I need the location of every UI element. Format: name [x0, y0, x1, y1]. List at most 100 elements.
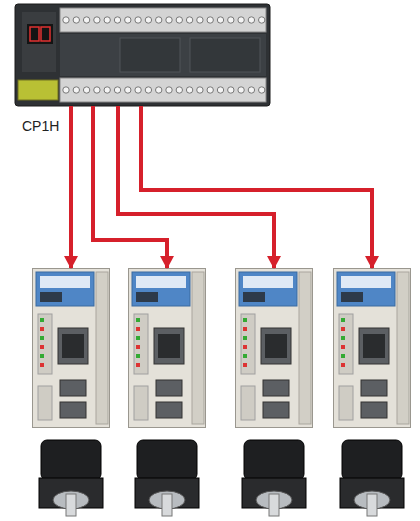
terminal-strip — [60, 78, 266, 102]
signal-arrow — [141, 106, 372, 268]
drive-led — [341, 318, 345, 322]
drive-led — [136, 354, 140, 358]
terminal-screw — [176, 17, 182, 23]
drive-connector — [361, 380, 387, 396]
drive-led — [40, 327, 44, 331]
drive-display — [40, 292, 62, 302]
drive-led — [243, 327, 247, 331]
servo-motor — [340, 440, 404, 516]
drive-top-panel — [239, 272, 297, 306]
drive-led — [243, 336, 247, 340]
drive-led — [40, 345, 44, 349]
servo-drive — [32, 268, 110, 428]
terminal-screw — [156, 17, 162, 23]
drive-connector — [263, 402, 289, 418]
signal-arrow — [118, 106, 274, 268]
drive-connector-socket — [62, 334, 84, 358]
drive-led — [341, 345, 345, 349]
terminal-screw — [145, 87, 151, 93]
drive-top-panel — [36, 272, 94, 306]
drive-body — [129, 269, 206, 428]
terminal-screw — [83, 17, 89, 23]
terminal-screw — [73, 17, 79, 23]
terminal-strip — [60, 8, 266, 32]
drive-connector — [60, 380, 86, 396]
drive-led — [341, 363, 345, 367]
drive-nameplate — [341, 276, 391, 288]
servo-drive — [128, 268, 206, 428]
drive-nameplate — [243, 276, 293, 288]
seven-segment-display — [27, 24, 53, 44]
terminal-screw — [197, 87, 203, 93]
terminal-screw — [217, 17, 223, 23]
terminal-screw — [135, 87, 141, 93]
drive-led — [136, 363, 140, 367]
heat-fins — [192, 272, 204, 424]
plc-unit: CP1H — [15, 4, 270, 106]
terminal-screws — [63, 17, 265, 93]
terminal-screw — [83, 87, 89, 93]
drive-display — [136, 292, 158, 302]
led-segment — [41, 27, 50, 41]
terminal-block — [18, 80, 58, 100]
motor-group — [39, 440, 404, 516]
drive-connector — [359, 328, 389, 364]
terminal-screw — [114, 17, 120, 23]
drive-connector — [361, 402, 387, 418]
servo-drive-illustration — [128, 268, 206, 428]
motor-shaft — [162, 494, 172, 516]
heat-fins — [397, 272, 409, 424]
drive-led — [243, 318, 247, 322]
terminal-screw — [125, 87, 131, 93]
terminal-screw — [186, 87, 192, 93]
heat-fins — [299, 272, 311, 424]
drive-terminal — [38, 314, 52, 374]
drive-led — [40, 318, 44, 322]
drive-led — [40, 363, 44, 367]
servo-drive-illustration — [32, 268, 110, 428]
drive-led — [341, 327, 345, 331]
drive-body — [236, 269, 313, 428]
drive-led — [136, 345, 140, 349]
terminal-screw — [259, 87, 265, 93]
terminal-screw — [186, 17, 192, 23]
servo-motor — [39, 440, 103, 516]
terminal-screw — [73, 87, 79, 93]
terminal-screw — [207, 87, 213, 93]
terminal-screw — [238, 17, 244, 23]
motor-body — [244, 440, 304, 480]
terminal-screw — [63, 17, 69, 23]
drive-led — [243, 354, 247, 358]
drive-led — [136, 327, 140, 331]
terminal-screw — [238, 87, 244, 93]
signal-arrow — [93, 106, 167, 268]
servo-drive — [333, 268, 411, 428]
terminal-screw — [248, 87, 254, 93]
terminal-screw — [135, 17, 141, 23]
motor-body — [41, 440, 101, 480]
plc-left-panel — [22, 12, 56, 72]
terminal-screw — [104, 17, 110, 23]
terminal-screw — [166, 17, 172, 23]
drive-connector — [156, 380, 182, 396]
plc-illustration — [15, 4, 270, 106]
terminal-screw — [217, 87, 223, 93]
terminal-screw — [228, 17, 234, 23]
drive-led — [243, 345, 247, 349]
drive-terminal — [241, 314, 255, 374]
terminal-screw — [114, 87, 120, 93]
drive-terminal — [38, 386, 52, 420]
motor-shaft — [66, 494, 76, 516]
drive-connector — [60, 402, 86, 418]
terminal-screw — [248, 17, 254, 23]
motor-shaft — [269, 494, 279, 516]
drive-terminal — [339, 386, 353, 420]
drive-connector — [263, 380, 289, 396]
plc-cover — [190, 38, 260, 72]
drive-led — [40, 336, 44, 340]
servo-motor — [135, 440, 199, 516]
drive-led — [341, 354, 345, 358]
